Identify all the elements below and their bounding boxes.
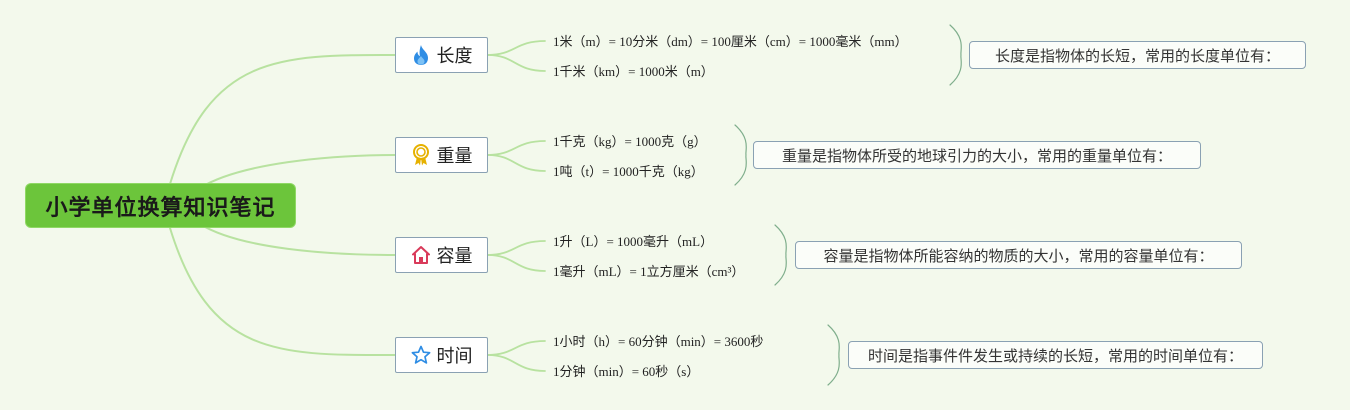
summary-note[interactable]: 时间是指事件件发生或持续的长短，常用的时间单位有： — [848, 341, 1263, 369]
topic-length[interactable]: 长度 — [395, 37, 488, 73]
summary-brace — [734, 124, 747, 186]
topic-time[interactable]: 时间 — [395, 337, 488, 373]
summary-brace — [949, 24, 962, 86]
topic-label: 时间 — [436, 346, 473, 367]
topic-label: 容量 — [436, 246, 473, 267]
detail-text: 1毫升（mL）= 1立方厘米（cm³） — [553, 264, 745, 279]
detail-text: 1吨（t）= 1000千克（kg） — [553, 164, 704, 179]
branch-connector — [169, 227, 396, 357]
leaf-connector — [487, 40, 546, 56]
star-icon — [411, 344, 431, 366]
award-ribbon-icon — [411, 144, 431, 166]
summary-brace — [774, 224, 787, 286]
leaf-connector — [487, 240, 546, 256]
detail-text: 1千克（kg）= 1000克（g） — [553, 134, 707, 149]
branch-connector — [169, 53, 396, 185]
central-topic-title: 小学单位换算知识笔记 — [45, 195, 276, 221]
detail-text: 1米（m）= 10分米（dm）= 100厘米（cm）= 1000毫米（mm） — [553, 34, 908, 49]
topic-label: 重量 — [436, 146, 473, 167]
summary-note[interactable]: 重量是指物体所受的地球引力的大小，常用的重量单位有： — [753, 141, 1201, 169]
detail-text: 1小时（h）= 60分钟（min）= 3600秒 — [553, 334, 764, 349]
summary-brace — [827, 324, 840, 386]
leaf-connector — [487, 54, 546, 72]
topic-weight[interactable]: 重量 — [395, 137, 488, 173]
leaf-connector — [487, 340, 546, 356]
leaf-connector — [487, 354, 546, 372]
central-topic[interactable]: 小学单位换算知识笔记 — [26, 184, 295, 227]
leaf-connector — [487, 154, 546, 172]
branch-connector — [199, 223, 396, 256]
home-icon — [411, 244, 431, 266]
detail-text: 1升（L）= 1000毫升（mL） — [553, 234, 714, 249]
summary-note[interactable]: 容量是指物体所能容纳的物质的大小，常用的容量单位有： — [795, 241, 1242, 269]
topic-label: 长度 — [436, 46, 473, 67]
detail-text: 1分钟（min）= 60秒（s） — [553, 364, 700, 379]
leaf-connector — [487, 254, 546, 272]
topic-capacity[interactable]: 容量 — [395, 237, 488, 273]
detail-text: 1千米（km）= 1000米（m） — [553, 64, 714, 79]
branch-connector — [199, 154, 396, 189]
leaf-connector — [487, 140, 546, 156]
summary-note[interactable]: 长度是指物体的长短，常用的长度单位有： — [969, 41, 1306, 69]
fire-icon — [411, 44, 431, 66]
